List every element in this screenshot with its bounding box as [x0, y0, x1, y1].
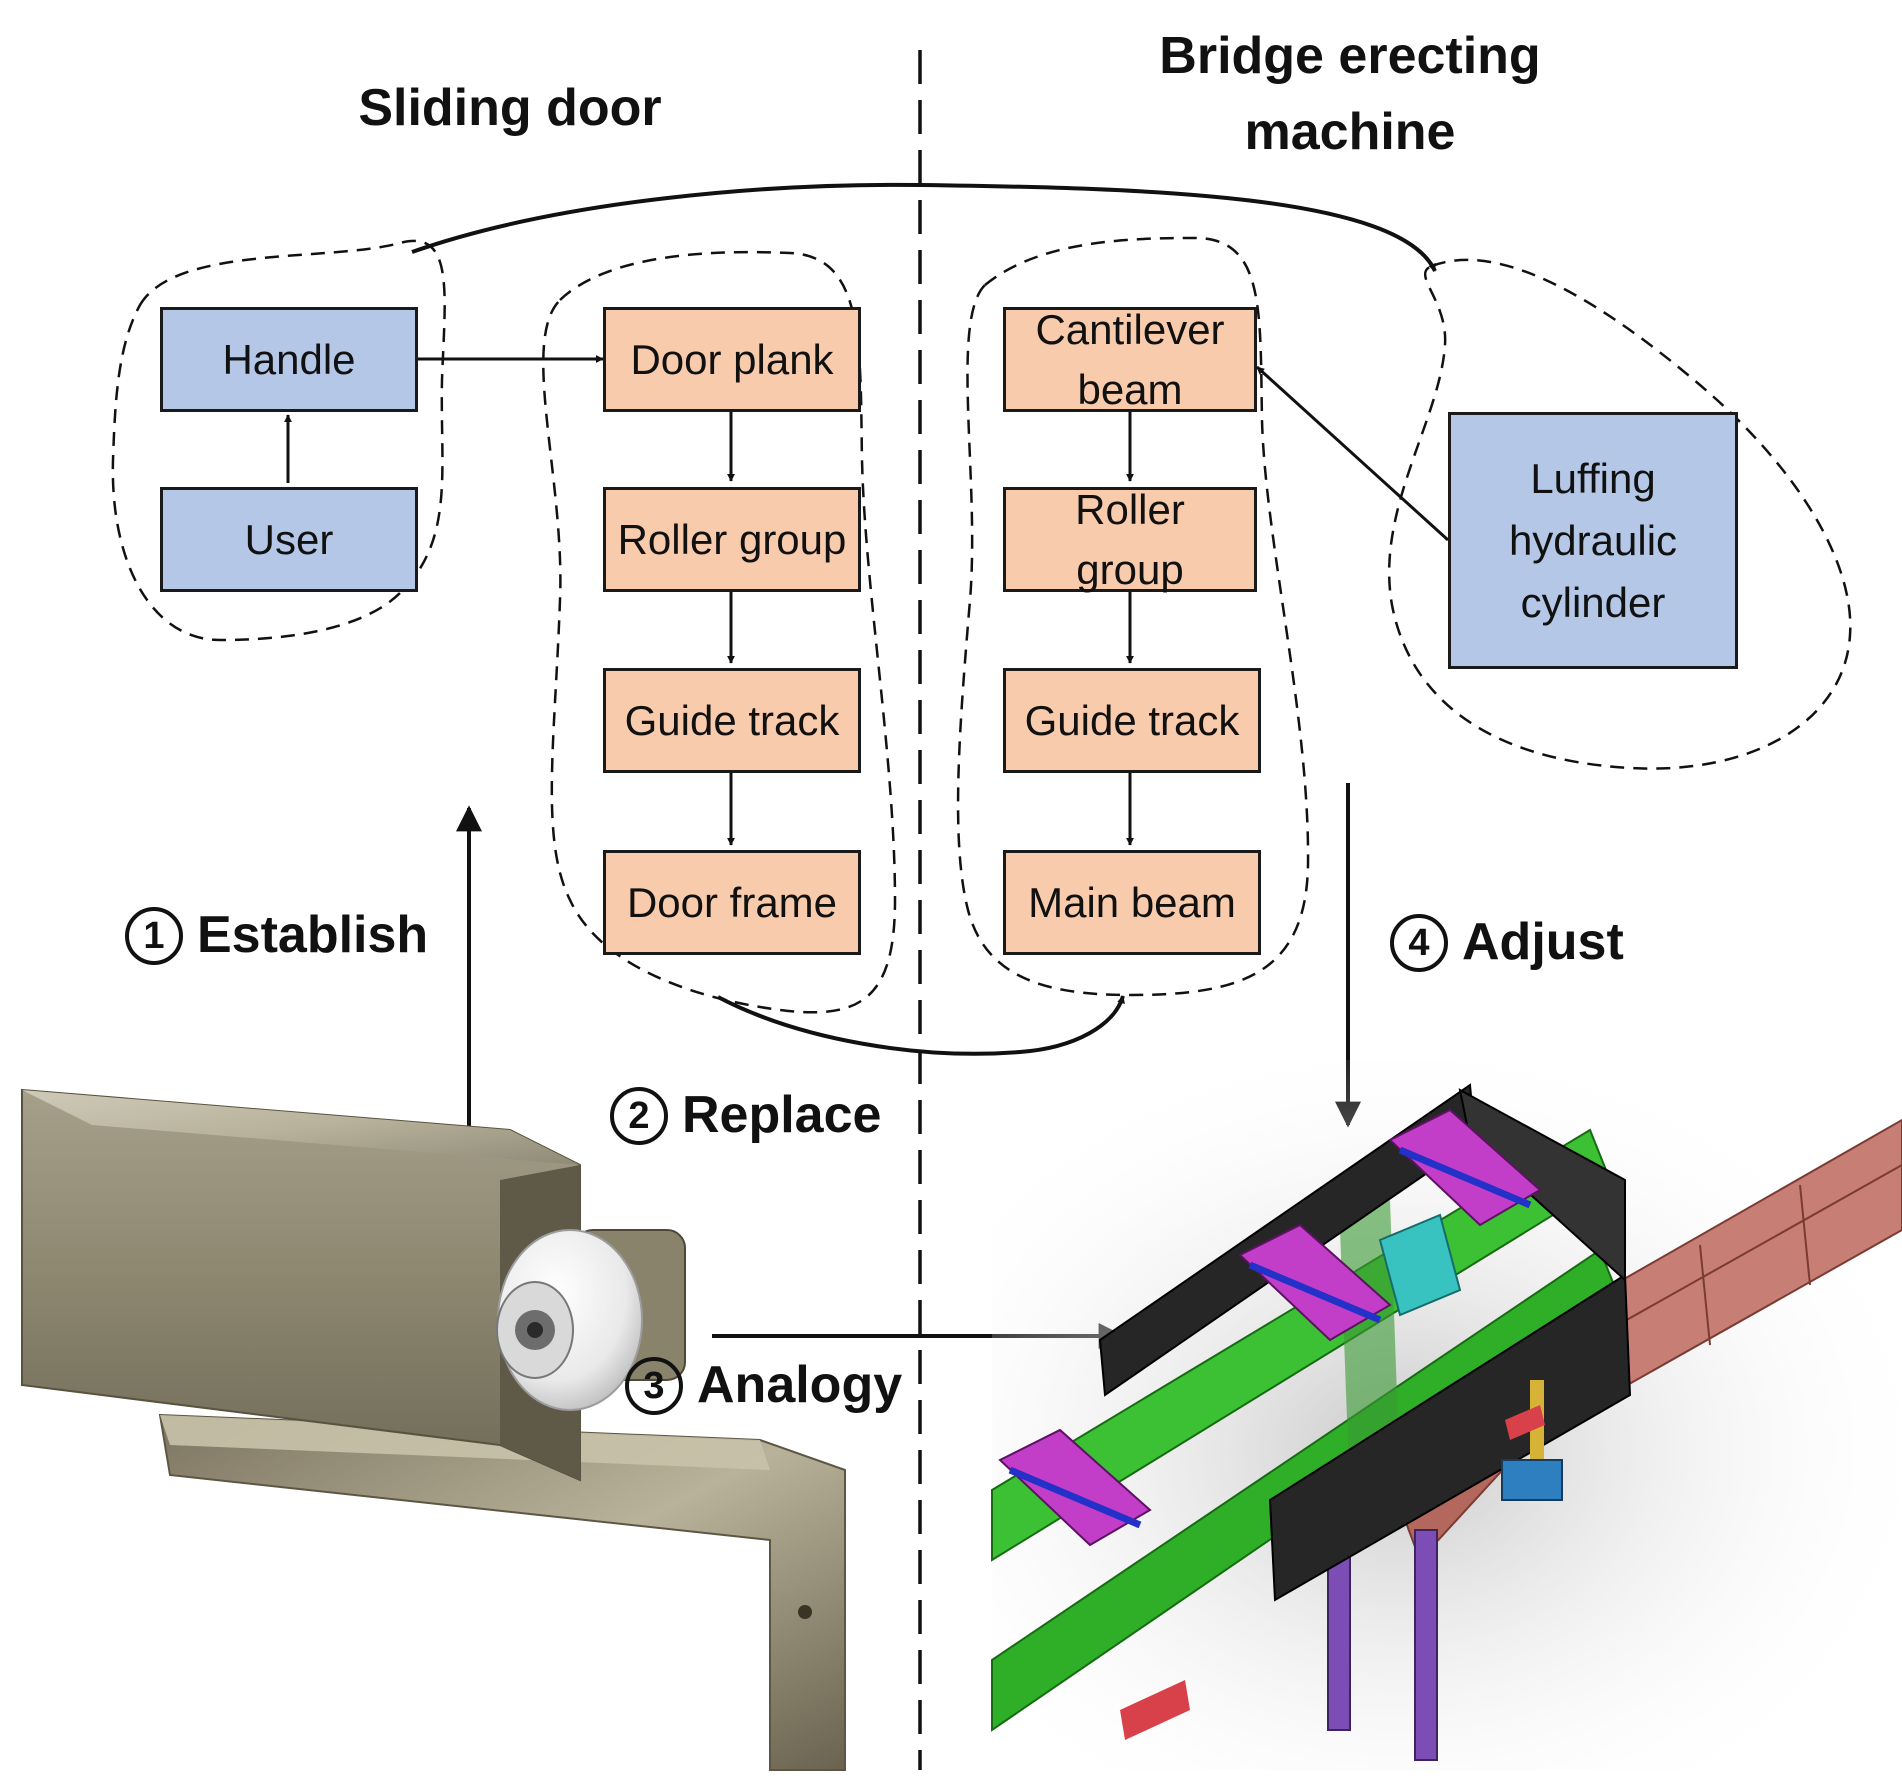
box-handle: Handle	[160, 307, 418, 412]
group-blob-luffing	[1387, 258, 1852, 770]
right-title-line1: Bridge erecting	[1159, 27, 1541, 85]
group-blob-machine-parts	[956, 236, 1310, 997]
step-replace-label: Replace	[682, 1086, 882, 1144]
luffing-line2: hydraulic	[1508, 516, 1678, 564]
roller-line2: group	[1076, 545, 1184, 593]
right-title-line2: machine	[1244, 103, 1456, 161]
box-roller-group-machine: Roller group	[1003, 486, 1257, 593]
step-establish-number: 1	[125, 907, 183, 965]
cantilever-line1: Cantilever	[1035, 305, 1225, 353]
arrow-function-mapping	[411, 182, 1437, 272]
step-analogy-number: 3	[625, 1357, 683, 1415]
step-establish-label: Establish	[197, 906, 429, 964]
step-replace-number: 2	[610, 1087, 668, 1145]
box-user: User	[160, 487, 418, 592]
bridge-erecting-machine-render	[991, 1060, 1902, 1770]
roller-line1: Roller	[1075, 485, 1185, 533]
box-guide-track-machine: Guide track	[1003, 668, 1261, 773]
arrow-luffing-to-cantilever	[1255, 365, 1450, 542]
step-adjust-number: 4	[1390, 914, 1448, 972]
box-roller-group: Roller group	[603, 487, 861, 592]
box-cantilever-beam: Cantilever beam	[1003, 306, 1257, 413]
box-main-beam: Main beam	[1003, 850, 1261, 955]
box-door-frame: Door frame	[603, 850, 861, 955]
luffing-line3: cylinder	[1520, 578, 1666, 626]
box-guide-track: Guide track	[603, 668, 861, 773]
box-luffing-hydraulic-cylinder: Luffing hydraulic cylinder	[1448, 412, 1738, 669]
box-door-plank: Door plank	[603, 307, 861, 412]
arrow-replace-mapping	[717, 995, 1125, 1056]
sliding-door-roller-illustration	[21, 1088, 846, 1771]
left-title: Sliding door	[358, 79, 662, 137]
cantilever-line2: beam	[1077, 365, 1183, 413]
luffing-line1: Luffing	[1530, 454, 1656, 502]
step-adjust-label: Adjust	[1462, 913, 1624, 971]
step-analogy-label: Analogy	[697, 1356, 903, 1414]
group-blob-door-parts	[542, 250, 897, 1014]
